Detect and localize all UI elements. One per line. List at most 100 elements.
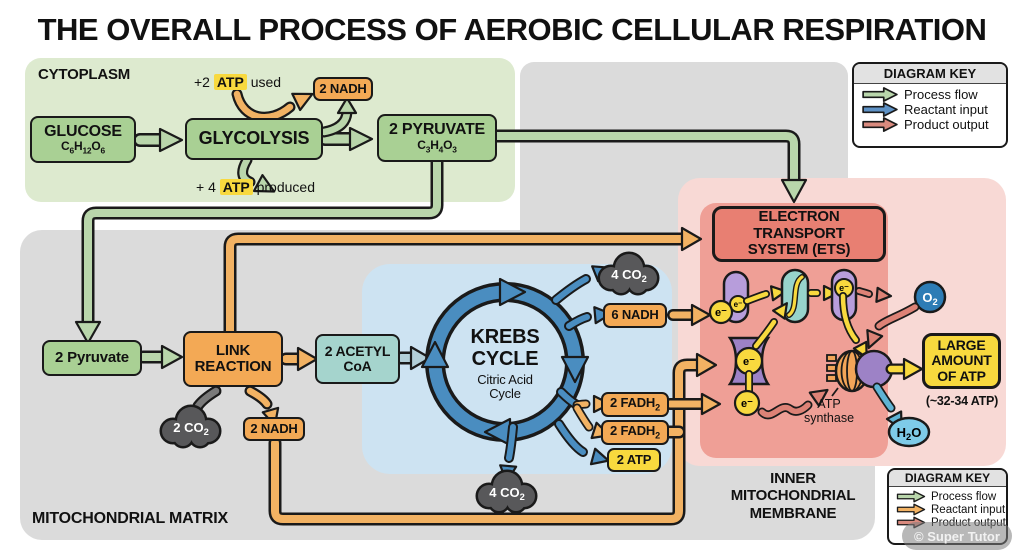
ets-title-line2: SYSTEM (ETS) — [747, 241, 851, 259]
co2-cloud-krebs-top: 4 CO2 — [597, 251, 660, 296]
svg-text:e⁻: e⁻ — [741, 398, 753, 410]
co2-cloud-krebs-bottom: 4 CO2 — [475, 469, 538, 514]
arrow-krebs-to-fadh2 — [556, 387, 612, 440]
reactant-input-arrow-icon — [896, 503, 926, 516]
large-atp-box: LARGE AMOUNT OF ATP — [922, 333, 1001, 389]
cytoplasm-label: CYTOPLASM — [38, 66, 131, 83]
arrow-glucose-to-glycolysis — [133, 127, 184, 153]
link-nadh-label: 2 NADH — [250, 420, 298, 436]
h2o-molecule: H2O — [887, 416, 931, 448]
krebs-cycle-ring — [420, 277, 590, 447]
arrow-o2-to-synthase — [866, 302, 920, 350]
svg-text:H2O: H2O — [897, 425, 922, 442]
membrane-line2: MITOCHONDRIAL — [730, 487, 856, 505]
arrow-proton-to-synthase — [757, 388, 829, 420]
key-bottom-reactant-label: Reactant input — [931, 503, 1006, 516]
krebs-line2: CYCLE — [471, 348, 539, 371]
atp-produced-highlight: ATP — [219, 179, 253, 195]
svg-text:e⁻: e⁻ — [734, 300, 743, 309]
key-top-product-label: Product output — [904, 117, 989, 132]
krebs-cycle-label: KREBS CYCLE Citric Acid Cycle — [445, 326, 565, 402]
membrane-line1: INNER — [770, 470, 816, 487]
svg-text:e⁻: e⁻ — [743, 356, 755, 368]
membrane-line3: MEMBRANE — [749, 504, 837, 522]
pyruvate-box: 2 PYRUVATE C3H4O3 — [377, 114, 497, 162]
link-reaction-box: LINK REACTION — [183, 331, 283, 387]
ets-complex-2 — [780, 268, 810, 324]
diagram-key-top: DIAGRAM KEY Process flow Reactant input … — [852, 62, 1008, 148]
matrix-pyruvate-box: 2 Pyruvate — [42, 340, 142, 376]
arrow-krebs-to-2atp — [554, 419, 610, 466]
glucose-box: GLUCOSE C6H12O6 — [30, 116, 136, 163]
page-title: THE OVERALL PROCESS OF AEROBIC CELLULAR … — [37, 12, 987, 47]
arrow-link-to-ets — [223, 226, 703, 338]
arrow-pyruvate-to-link — [136, 344, 184, 370]
arrow-electron-1 — [743, 285, 787, 305]
arrow-pyruvate-to-ets — [488, 129, 808, 204]
atp-produced-label: + 4 ATP produced — [196, 179, 315, 195]
glucose-name: GLUCOSE — [44, 122, 122, 140]
large-atp-line3: OF ATP — [937, 367, 986, 384]
atp-synthase-line2: synthase — [803, 411, 855, 426]
glycolysis-nadh-box: 2 NADH — [313, 77, 373, 101]
electron-lower: e⁻ — [733, 370, 761, 417]
arrow-synthase-to-atp — [885, 357, 924, 381]
acetyl-line2: CoA — [343, 358, 372, 374]
matrix-pyruvate-label: 2 Pyruvate — [55, 348, 129, 366]
reactant-input-arrow-icon — [862, 102, 898, 117]
atp-used-suffix: used — [250, 74, 282, 90]
fadh2-label-1: 2 FADH2 — [610, 395, 660, 413]
svg-text:O2: O2 — [922, 290, 937, 307]
key-top-reactant-label: Reactant input — [904, 102, 988, 117]
atp-used-label: +2 ATP used — [194, 74, 281, 90]
atp-note: (~32-34 ATP) — [925, 394, 999, 408]
6nadh-label: 6 NADH — [611, 307, 659, 323]
ets-title-line1: ELECTRON TRANSPORT — [753, 208, 845, 242]
atp-used-highlight: ATP — [213, 74, 247, 90]
arrow-product-o2-direction — [855, 286, 893, 303]
atp-synthase-line1: ATP — [817, 397, 841, 411]
inner-membrane-label: INNER MITOCHONDRIAL MEMBRANE — [708, 470, 878, 522]
glycolysis-nadh-label: 2 NADH — [319, 80, 367, 96]
svg-text:4 CO2: 4 CO2 — [489, 485, 525, 502]
atp-used-prefix: +2 — [194, 74, 210, 90]
large-atp-line1: LARGE — [937, 336, 986, 353]
2atp-label: 2 ATP — [616, 451, 652, 467]
acetyl-coa-box: 2 ACETYL CoA — [315, 334, 400, 384]
link-line1: LINK — [215, 341, 251, 359]
atp-produced-suffix: produced — [256, 179, 315, 195]
watermark: © Super Tutor — [902, 522, 1012, 550]
product-output-arrow-icon — [862, 117, 898, 132]
fadh2-box-1: 2 FADH2 — [601, 392, 669, 417]
key-bottom-process-label: Process flow — [931, 490, 997, 503]
6nadh-box: 6 NADH — [603, 303, 667, 328]
svg-text:2 CO2: 2 CO2 — [173, 420, 209, 437]
arrow-electron-hourglass-up — [752, 302, 788, 350]
2atp-box: 2 ATP — [607, 448, 661, 472]
arrow-pyruvate-to-matrix — [74, 153, 444, 345]
key-top-process-label: Process flow — [904, 87, 978, 102]
krebs-sub1: Citric Acid — [477, 371, 533, 387]
krebs-sub2: Cycle — [489, 386, 521, 402]
arrow-acetyl-to-krebs — [394, 345, 432, 371]
arrow-link-to-acetyl — [279, 346, 319, 372]
arrow-nadh-fadh2-to-ets — [268, 352, 718, 526]
svg-text:e⁻: e⁻ — [839, 283, 849, 293]
krebs-line1: KREBS — [470, 326, 540, 348]
link-line2: REACTION — [194, 358, 272, 375]
o2-molecule: O2 — [913, 280, 947, 314]
arrow-atp-used-to-nadh — [231, 88, 314, 123]
arrow-glycolysis-to-pyruvate — [318, 126, 374, 152]
fadh2-box-2: 2 FADH2 — [601, 420, 669, 445]
fadh2-label-2: 2 FADH2 — [610, 423, 660, 441]
glycolysis-box: GLYCOLYSIS — [185, 118, 323, 160]
process-flow-arrow-icon — [896, 490, 926, 503]
pyruvate-name: 2 PYRUVATE — [388, 121, 486, 139]
glycolysis-label: GLYCOLYSIS — [198, 128, 310, 149]
ets-title-box: ELECTRON TRANSPORT SYSTEM (ETS) — [712, 206, 886, 262]
svg-text:e⁻: e⁻ — [715, 307, 727, 319]
process-flow-arrow-icon — [862, 87, 898, 102]
atp-synthase-label: ATP synthase — [796, 397, 862, 426]
large-atp-line2: AMOUNT — [931, 352, 992, 369]
